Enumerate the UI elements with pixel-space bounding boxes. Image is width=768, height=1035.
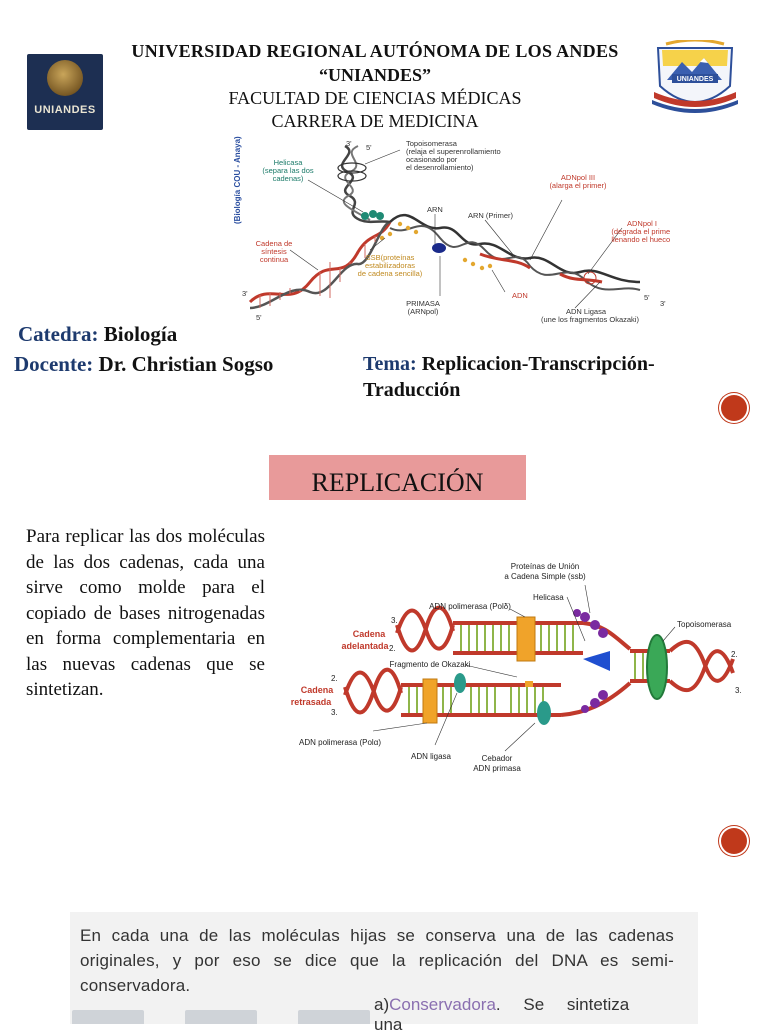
svg-text:retrasada: retrasada [291, 697, 333, 707]
lagging-strand [343, 667, 632, 724]
svg-text:3': 3' [660, 299, 666, 308]
slide-bullet-icon [721, 395, 747, 421]
svg-text:3.: 3. [331, 708, 338, 717]
svg-text:2.: 2. [331, 674, 338, 683]
diagram-source-label: (Biología COU - Anaya) [233, 136, 242, 224]
svg-text:a Cadena Simple (ssb): a Cadena Simple (ssb) [504, 572, 586, 581]
university-seal-icon [47, 60, 83, 96]
svg-text:ADNpol I: ADNpol I [627, 219, 657, 228]
uniandes-logo-right: UNIANDES [652, 40, 738, 113]
svg-text:(relaja el superenrollamiento: (relaja el superenrollamiento [406, 147, 501, 156]
svg-text:3': 3' [346, 139, 352, 148]
svg-text:llenando el hueco): llenando el hueco) [611, 235, 670, 244]
svg-text:Cadena: Cadena [301, 685, 335, 695]
slide-bullet-icon [721, 828, 747, 854]
svg-text:UNIANDES: UNIANDES [677, 76, 714, 83]
dna-polymerase-diagram: Proteínas de Unión a Cadena Simple (ssb)… [291, 562, 742, 773]
svg-text:Cadena: Cadena [353, 629, 387, 639]
svg-text:(une los fragmentos Okazaki): (une los fragmentos Okazaki) [541, 315, 639, 324]
svg-text:3.: 3. [735, 686, 742, 695]
docente-label: Docente: [14, 352, 94, 376]
svg-text:2.: 2. [389, 644, 396, 653]
svg-text:el desenrollamiento): el desenrollamiento) [406, 163, 474, 172]
leading-strand [395, 605, 632, 662]
svg-text:ADN Ligasa: ADN Ligasa [566, 307, 607, 316]
svg-text:(alarga el primer): (alarga el primer) [549, 181, 607, 190]
svg-text:Helicasa: Helicasa [533, 593, 564, 602]
svg-text:de cadena sencilla): de cadena sencilla) [358, 269, 423, 278]
section-title-replicacion: REPLICACIÓN [269, 455, 526, 500]
svg-text:ADN primasa: ADN primasa [473, 764, 521, 773]
parent-dna [583, 634, 735, 700]
ssb-proteins [379, 221, 493, 271]
svg-text:adelantada: adelantada [341, 641, 389, 651]
svg-text:5': 5' [256, 313, 262, 322]
faculty-name: FACULTAD DE CIENCIAS MÉDICAS [228, 88, 522, 108]
svg-text:Topoisomerasa: Topoisomerasa [406, 139, 458, 148]
university-acronym: “UNIANDES” [318, 65, 432, 85]
svg-text:ADNpol III: ADNpol III [561, 173, 595, 182]
item-highlight: Conservadora [389, 995, 496, 1014]
model-thumbnail [185, 1010, 257, 1024]
svg-text:ocasionado por: ocasionado por [406, 155, 458, 164]
svg-text:síntesis: síntesis [261, 247, 287, 256]
svg-text:Cebador: Cebador [482, 754, 513, 763]
textbook-excerpt [70, 912, 698, 1024]
uniandes-logo-left: UNIANDES [27, 54, 103, 130]
svg-text:SSB(proteínas: SSB(proteínas [366, 253, 415, 262]
tema-value: Replicacion-Transcripción-Traducción [363, 353, 655, 401]
catedra-value: Biología [103, 322, 178, 346]
svg-text:(degrada el primer: (degrada el primer [611, 227, 670, 236]
svg-text:5': 5' [644, 293, 650, 302]
svg-text:ARN (Primer): ARN (Primer) [468, 211, 513, 220]
catedra-label: Catedra: [18, 322, 99, 346]
docente-line: Docente: Dr. Christian Sogso [14, 352, 273, 377]
university-name: UNIVERSIDAD REGIONAL AUTÓNOMA DE LOS AND… [131, 41, 619, 61]
semiconservative-text: En cada una de las moléculas hijas se co… [80, 926, 674, 995]
svg-text:ADN: ADN [512, 291, 528, 300]
replication-paragraph: Para replicar las dos moléculas de las d… [26, 526, 265, 700]
svg-text:(ARNpol): (ARNpol) [408, 307, 439, 316]
svg-text:3': 3' [242, 289, 248, 298]
svg-text:Proteínas de Unión: Proteínas de Unión [511, 562, 580, 571]
tema-line: Tema: Replicacion-Transcripción-Traducci… [363, 351, 723, 403]
svg-text:ADN polimerasa (Polα): ADN polimerasa (Polα) [299, 738, 381, 747]
svg-text:5': 5' [366, 143, 372, 152]
replication-fork-diagram: (Biología COU - Anaya) [233, 136, 670, 324]
catedra-line: Catedra: Biología [18, 322, 177, 347]
model-thumbnail [72, 1010, 144, 1024]
svg-text:Fragmento de Okazaki: Fragmento de Okazaki [390, 660, 471, 669]
svg-text:3.: 3. [391, 616, 398, 625]
helicase-protein [361, 212, 369, 220]
item-prefix: a) [374, 995, 390, 1014]
lagging-strand-helix [389, 213, 641, 291]
svg-text:Topoisomerasa: Topoisomerasa [677, 620, 732, 629]
parent-helix [337, 144, 391, 224]
tema-label: Tema: [363, 353, 417, 375]
svg-text:ADN polimerasa (Polδ): ADN polimerasa (Polδ) [429, 602, 511, 611]
svg-text:ARN: ARN [427, 205, 443, 214]
svg-text:cadenas): cadenas) [273, 174, 304, 183]
svg-text:estabilizadoras: estabilizadoras [365, 261, 415, 270]
svg-text:(separa las dos: (separa las dos [262, 166, 314, 175]
logo-left-text: UNIANDES [34, 104, 96, 116]
model-thumbnail [298, 1010, 370, 1024]
docente-value: Dr. Christian Sogso [98, 352, 274, 376]
svg-text:ADN ligasa: ADN ligasa [411, 752, 452, 761]
svg-text:Helicasa: Helicasa [274, 158, 304, 167]
svg-text:PRIMASA: PRIMASA [406, 299, 440, 308]
leading-strand-helix [248, 220, 392, 310]
career-name: CARRERA DE MEDICINA [271, 111, 479, 131]
primase-protein [432, 243, 446, 253]
conservative-item: a)Conservadora. Se sintetiza una [374, 995, 674, 1035]
primase-protein [537, 701, 551, 725]
svg-text:continua: continua [260, 255, 289, 264]
svg-text:2.: 2. [731, 650, 738, 659]
svg-text:Cadena de: Cadena de [256, 239, 293, 248]
ssb-binding-proteins [573, 609, 608, 713]
